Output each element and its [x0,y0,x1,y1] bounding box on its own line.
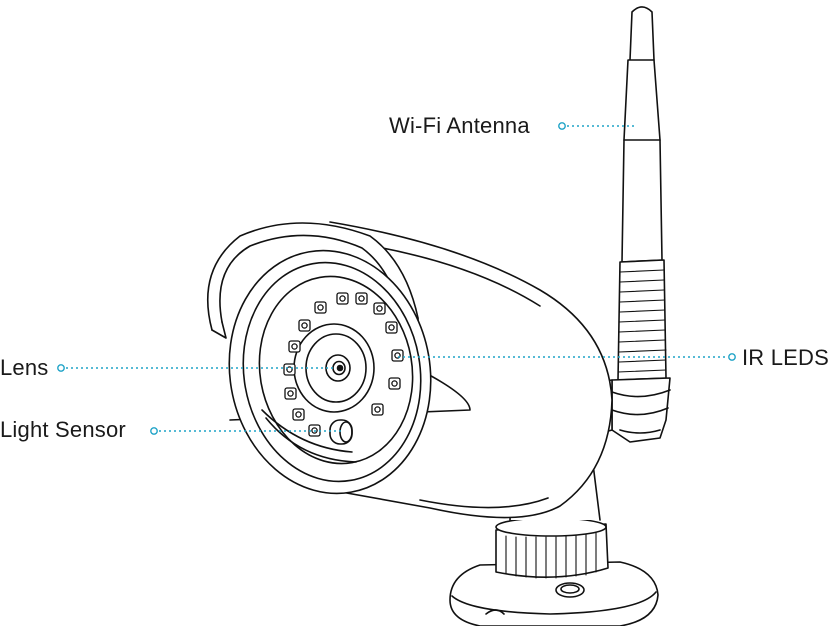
ir-led [315,302,326,313]
ir-led [293,409,304,420]
ir-led [374,303,385,314]
ir-led [285,388,296,399]
light-sensor [330,420,352,444]
ir-led [337,293,348,304]
ir-led [356,293,367,304]
ir-led [299,320,310,331]
label-lens: Lens [0,357,49,379]
ir-led [289,341,300,352]
ir-led [372,404,383,415]
label-light-sensor: Light Sensor [0,419,126,441]
ir-led [392,350,403,361]
label-ir-leds: IR LEDS [742,347,829,369]
ir-led [386,322,397,333]
label-wifi-antenna: Wi-Fi Antenna [389,115,530,137]
ir-led [284,364,295,375]
ir-led [389,378,400,389]
